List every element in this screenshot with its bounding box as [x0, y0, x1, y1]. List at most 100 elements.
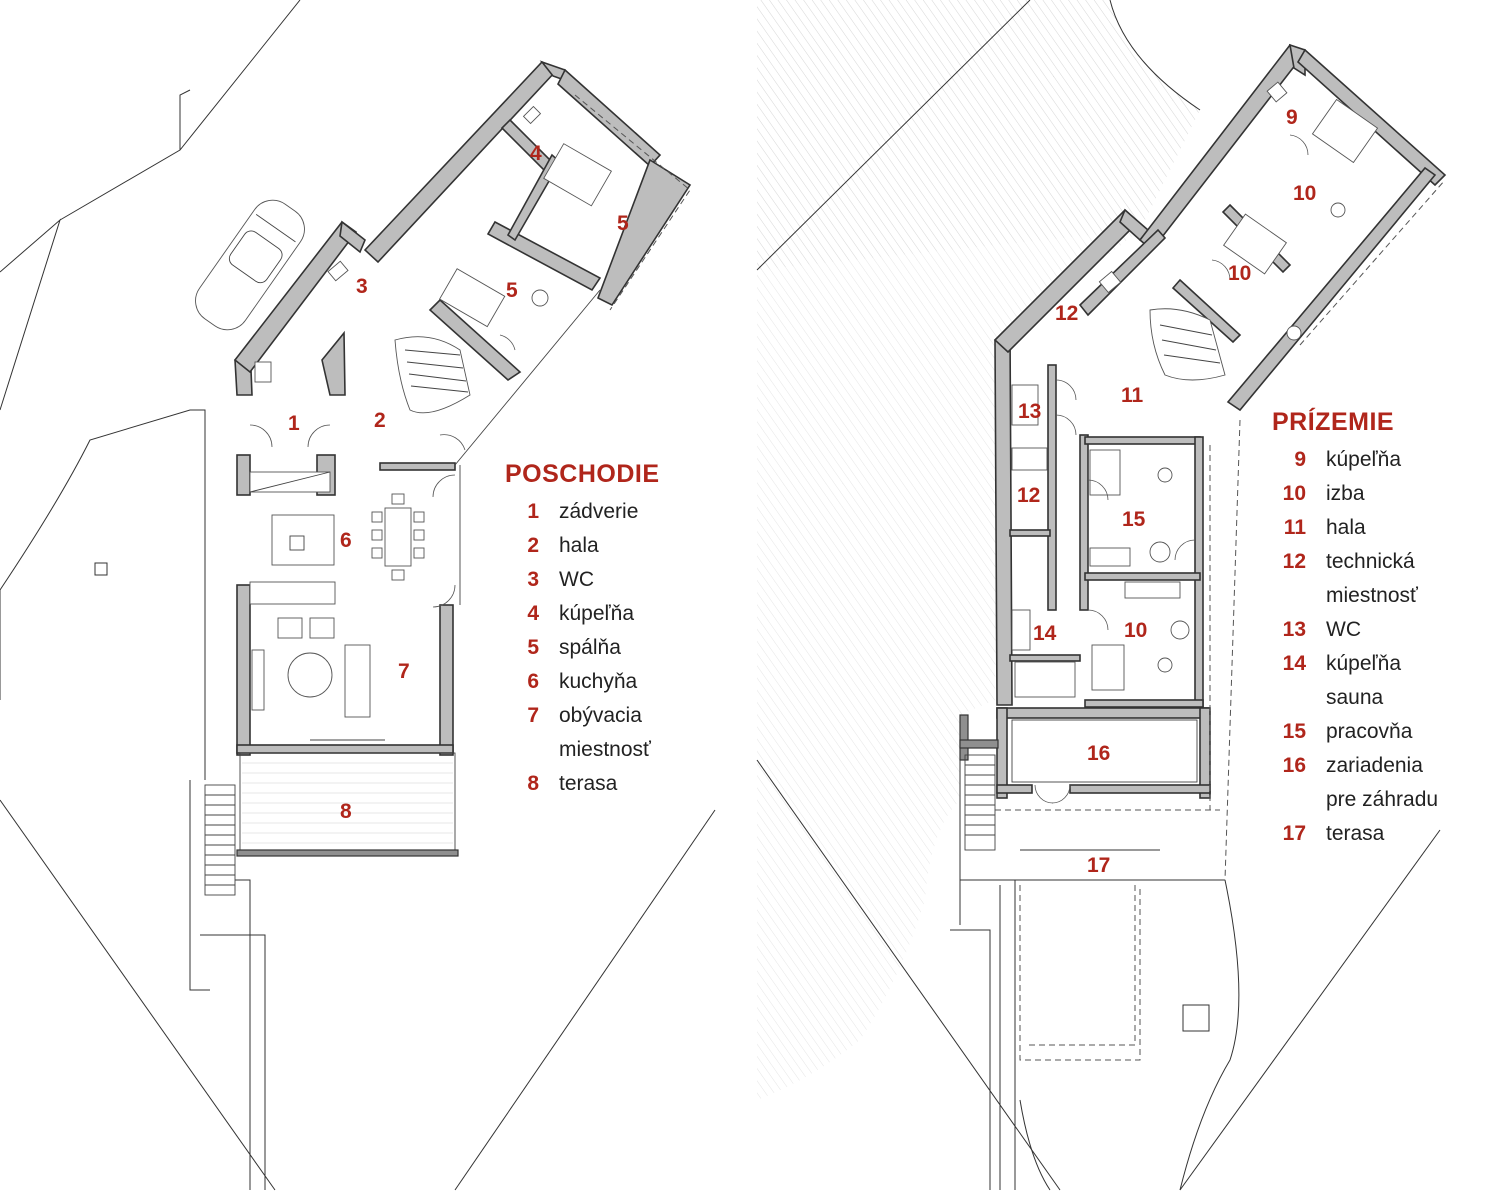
legend-label: miestnosť	[1326, 584, 1418, 607]
legend-number: 3	[527, 568, 539, 591]
furniture-upper	[249, 105, 612, 741]
room-label: 14	[1033, 622, 1057, 645]
legend-number: 7	[527, 704, 539, 727]
room-label: 6	[340, 529, 352, 552]
room-labels-ground: 9 10 10 12 11 13 12 15 14 10 16 17	[1017, 106, 1316, 877]
legend-item: 16 zariadenia	[1272, 749, 1438, 783]
legend-item: 10 izba	[1272, 477, 1438, 511]
exterior-stair-ground	[950, 754, 996, 1190]
legend-title-ground: PRÍZEMIE	[1272, 408, 1395, 436]
legend-item: 2 hala	[505, 529, 660, 563]
room-label: 16	[1087, 742, 1110, 765]
legend-number: 6	[527, 670, 539, 693]
legend-label: WC	[559, 568, 594, 591]
legend-label: miestnosť	[559, 738, 651, 761]
room-label: 5	[506, 279, 518, 302]
legend-label: terasa	[1326, 822, 1385, 845]
legend-item: sauna	[1272, 681, 1438, 715]
legend-number: 5	[527, 636, 539, 659]
legend-number: 13	[1282, 618, 1306, 641]
legend-item: 15 pracovňa	[1272, 715, 1438, 749]
room-label: 12	[1017, 484, 1040, 507]
room-label: 13	[1018, 400, 1041, 423]
legend-number: 2	[527, 534, 539, 557]
room-label: 2	[374, 409, 386, 432]
legend-item: 17 terasa	[1272, 817, 1438, 851]
legend-label: hala	[559, 534, 599, 557]
doors-upper	[249, 334, 516, 608]
walls-upper	[233, 60, 692, 857]
ground-floor-plan: 9 10 10 12 11 13 12 15 14 10 16 17	[756, 0, 1447, 1191]
furniture-ground	[1011, 81, 1379, 698]
legend-item: 12 technická	[1272, 545, 1438, 579]
legend-label: kúpeľňa	[1326, 652, 1402, 675]
legend-number: 14	[1282, 652, 1306, 675]
legend-item: miestnosť	[505, 733, 660, 767]
legend-item: 14 kúpeľňa	[1272, 647, 1438, 681]
upper-floor-plan: 1 2 3 4 5 5 6 7 8	[0, 0, 716, 1191]
legend-item: 11 hala	[1272, 511, 1438, 545]
legend-item: 8 terasa	[505, 767, 660, 801]
legend-ground: PRÍZEMIE 9 kúpeľňa 10 izba 11 hala 12 techni…	[1272, 408, 1438, 851]
legend-label: izba	[1326, 482, 1365, 505]
room-labels-upper: 1 2 3 4 5 5 6 7 8	[288, 142, 629, 823]
legend-number: 8	[527, 772, 539, 795]
legend-item: 5 spálňa	[505, 631, 660, 665]
room-label: 15	[1122, 508, 1146, 531]
legend-item: 13 WC	[1272, 613, 1438, 647]
legend-label: terasa	[559, 772, 618, 795]
room-label: 1	[288, 412, 300, 435]
legend-label: zariadenia	[1326, 754, 1423, 777]
room-label: 7	[398, 660, 410, 683]
room-label: 11	[1121, 384, 1144, 407]
room-label: 9	[1286, 106, 1298, 129]
legend-number: 15	[1282, 720, 1306, 743]
legend-label: pracovňa	[1326, 720, 1413, 743]
legend-number: 1	[527, 500, 539, 523]
room-label: 17	[1087, 854, 1110, 877]
legend-item: miestnosť	[1272, 579, 1438, 613]
site-lines-upper	[0, 0, 716, 1191]
site-lines-ground	[756, 0, 1441, 1191]
room-label: 10	[1228, 262, 1251, 285]
legend-label: zádverie	[559, 500, 639, 523]
legend-label: technická	[1326, 550, 1415, 573]
legend-number: 4	[527, 602, 539, 625]
room-label: 12	[1055, 302, 1078, 325]
legend-label: WC	[1326, 618, 1361, 641]
legend-label: hala	[1326, 516, 1366, 539]
legend-number: 9	[1294, 448, 1306, 471]
legend-number: 12	[1282, 550, 1306, 573]
legend-item: 3 WC	[505, 563, 660, 597]
legend-number: 17	[1282, 822, 1306, 845]
legend-label: pre záhradu	[1326, 788, 1439, 811]
room-label: 3	[356, 275, 368, 298]
walls-ground	[959, 43, 1447, 881]
legend-item: 4 kúpeľňa	[505, 597, 660, 631]
legend-item: 9 kúpeľňa	[1272, 443, 1438, 477]
legend-label: kúpeľňa	[559, 602, 635, 625]
legend-label: kuchyňa	[559, 670, 638, 693]
legend-item: 1 zádverie	[505, 495, 660, 529]
room-label: 8	[340, 800, 352, 823]
legend-label: kúpeľňa	[1326, 448, 1402, 471]
legend-label: spálňa	[559, 636, 621, 659]
legend-number: 11	[1283, 516, 1306, 539]
room-label: 10	[1124, 619, 1147, 642]
legend-item: pre záhradu	[1272, 783, 1438, 817]
legend-number: 16	[1282, 754, 1306, 777]
terrace-hatch	[242, 762, 453, 844]
terrain-hatch-top	[757, 0, 1200, 270]
legend-number: 10	[1282, 482, 1306, 505]
legend-label: obývacia	[559, 704, 642, 727]
exterior-stair-upper	[204, 784, 236, 896]
terrain-hatch	[757, 0, 1200, 1100]
room-label: 5	[617, 212, 629, 235]
legend-item: 6 kuchyňa	[505, 665, 660, 699]
legend-item: 7 obývacia	[505, 699, 660, 733]
room-label: 10	[1293, 182, 1316, 205]
legend-label: sauna	[1326, 686, 1384, 709]
car-outline	[195, 199, 305, 331]
